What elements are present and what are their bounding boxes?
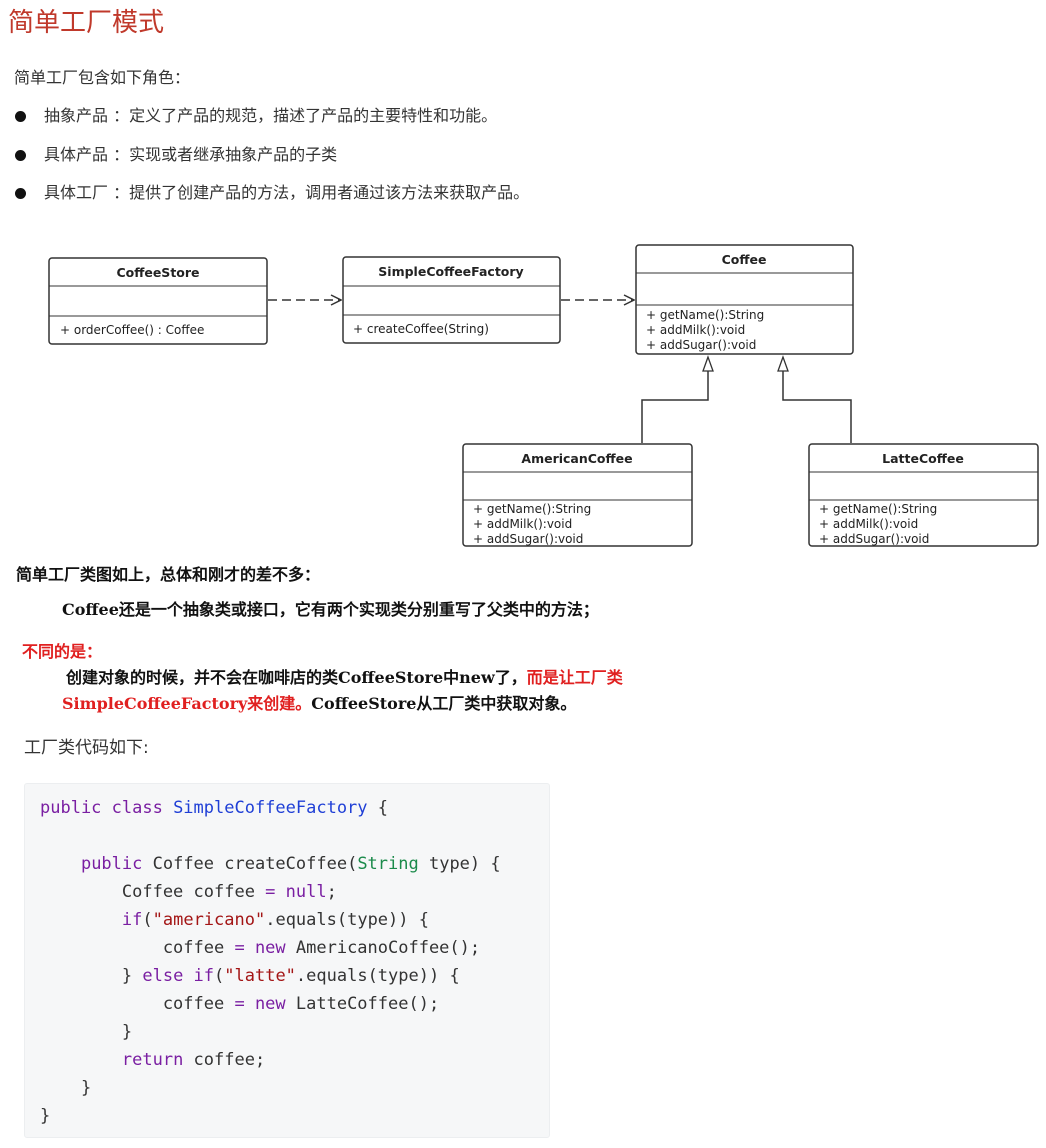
class-method: + getName():String bbox=[646, 308, 764, 322]
code-token: = new bbox=[234, 994, 296, 1014]
class-method: + getName():String bbox=[819, 502, 937, 516]
page-title: 简单工厂模式 bbox=[8, 8, 165, 38]
code-token: ( bbox=[142, 910, 153, 930]
class-name: Coffee bbox=[722, 252, 767, 267]
code-line: } else if("latte".equals(type)) { bbox=[40, 962, 549, 990]
code-token: LatteCoffee(); bbox=[295, 994, 440, 1014]
difference-line-2: SimpleCoffeeFactory来创建。CoffeeStore从工厂类中获… bbox=[62, 691, 576, 717]
bullet-dot-icon bbox=[15, 188, 26, 199]
code-token bbox=[40, 854, 81, 874]
code-token: else if bbox=[142, 966, 215, 986]
uml-class-simplecoffeefactory: SimpleCoffeeFactory + createCoffee(Strin… bbox=[342, 256, 561, 344]
code-token: public class bbox=[40, 798, 174, 818]
code-token: coffee bbox=[40, 994, 235, 1014]
role-separator: ： bbox=[108, 183, 130, 202]
class-method: + addMilk():void bbox=[819, 517, 918, 531]
code-intro: 工厂类代码如下: bbox=[24, 738, 149, 758]
bullet-dot-icon bbox=[15, 111, 26, 122]
code-token: Coffee coffee bbox=[40, 882, 266, 902]
code-line: if("americano".equals(type)) { bbox=[40, 906, 549, 934]
class-name: CoffeeStore bbox=[116, 265, 199, 280]
code-token: .equals(type)) { bbox=[295, 966, 460, 986]
code-token: ; bbox=[326, 882, 337, 902]
uml-class-coffeestore: CoffeeStore + orderCoffee() : Coffee bbox=[48, 257, 268, 345]
role-list: 抽象产品 ：定义了产品的规范，描述了产品的主要特性和功能。 具体产品 ：实现或者… bbox=[14, 104, 529, 220]
code-token: = new bbox=[234, 938, 296, 958]
class-method: + orderCoffee() : Coffee bbox=[60, 323, 204, 337]
class-name: AmericanCoffee bbox=[521, 451, 632, 466]
code-token: { bbox=[367, 798, 389, 818]
role-description: 定义了产品的规范，描述了产品的主要特性和功能。 bbox=[129, 106, 498, 125]
code-token: } bbox=[40, 1078, 92, 1098]
coffee-explanation: Coffee还是一个抽象类或接口，它有两个实现类分别重写了父类中的方法； bbox=[62, 600, 599, 619]
code-token: coffee bbox=[40, 938, 235, 958]
code-token: "latte" bbox=[224, 966, 296, 986]
role-term: 抽象产品 bbox=[44, 106, 109, 125]
code-token: .equals(type)) { bbox=[265, 910, 429, 930]
difference-text: 创建对象的时候，并不会在咖啡店的类CoffeeStore中new了， bbox=[66, 668, 527, 687]
class-method: + addSugar():void bbox=[473, 532, 583, 546]
code-token: } bbox=[40, 1022, 133, 1042]
diagram-summary: 简单工厂类图如上，总体和刚才的差不多： bbox=[16, 565, 321, 584]
class-method: + createCoffee(String) bbox=[353, 322, 489, 336]
role-term: 具体产品 bbox=[44, 144, 109, 164]
uml-class-diagram: CoffeeStore + orderCoffee() : Coffee Sim… bbox=[48, 244, 1039, 547]
code-token: = null bbox=[265, 882, 327, 902]
list-item: 抽象产品 ：定义了产品的规范，描述了产品的主要特性和功能。 bbox=[14, 104, 529, 143]
difference-highlight: SimpleCoffeeFactory来创建。 bbox=[62, 694, 312, 713]
class-method: + addSugar():void bbox=[819, 532, 929, 546]
code-token: if bbox=[121, 910, 143, 930]
difference-highlight: 而是让工厂类 bbox=[526, 668, 623, 687]
code-block[interactable]: public class SimpleCoffeeFactory { publi… bbox=[24, 783, 550, 1138]
code-token: "americano" bbox=[152, 910, 266, 930]
uml-class-lattecoffee: LatteCoffee + getName():String + addMilk… bbox=[808, 443, 1039, 547]
intro-text: 简单工厂包含如下角色： bbox=[14, 68, 191, 87]
code-line: coffee = new LatteCoffee(); bbox=[40, 990, 549, 1018]
code-line: coffee = new AmericanoCoffee(); bbox=[40, 934, 549, 962]
inheritance-arrow bbox=[777, 355, 852, 443]
uml-class-coffee: Coffee + getName():String + addMilk():vo… bbox=[635, 244, 854, 355]
code-token: return bbox=[121, 1050, 194, 1070]
code-token: SimpleCoffeeFactory bbox=[173, 798, 368, 818]
code-line: return coffee; bbox=[40, 1046, 549, 1074]
class-method: + addMilk():void bbox=[473, 517, 572, 531]
code-token: } bbox=[40, 1106, 51, 1126]
code-token: ( bbox=[214, 966, 225, 986]
code-line: public Coffee createCoffee(String type) … bbox=[40, 850, 549, 878]
code-line bbox=[40, 822, 549, 850]
class-name: LatteCoffee bbox=[882, 451, 964, 466]
list-item: 具体工厂 ：提供了创建产品的方法，调用者通过该方法来获取产品。 bbox=[14, 181, 529, 220]
code-token: AmericanoCoffee(); bbox=[295, 938, 481, 958]
class-method: + getName():String bbox=[473, 502, 591, 516]
difference-label: 不同的是： bbox=[22, 642, 103, 661]
bullet-dot-icon bbox=[15, 149, 26, 161]
code-token: } bbox=[40, 966, 143, 986]
code-token: public bbox=[80, 854, 153, 874]
code-token bbox=[40, 910, 122, 930]
code-token: type) { bbox=[418, 854, 501, 874]
code-line: } bbox=[40, 1102, 549, 1130]
class-name: SimpleCoffeeFactory bbox=[378, 264, 523, 279]
code-line: Coffee coffee = null; bbox=[40, 878, 549, 906]
list-item: 具体产品 ：实现或者继承抽象产品的子类 bbox=[14, 143, 529, 182]
code-token: coffee; bbox=[193, 1050, 266, 1070]
inheritance-arrow bbox=[641, 355, 714, 443]
class-method: + addMilk():void bbox=[646, 323, 745, 337]
role-term: 具体工厂 bbox=[44, 183, 109, 202]
code-line: } bbox=[40, 1074, 549, 1102]
code-line: public class SimpleCoffeeFactory { bbox=[40, 794, 549, 822]
class-method: + addSugar():void bbox=[646, 338, 756, 352]
role-description: 提供了创建产品的方法，调用者通过该方法来获取产品。 bbox=[129, 183, 530, 202]
code-line: } bbox=[40, 1018, 549, 1046]
difference-line-1: 创建对象的时候，并不会在咖啡店的类CoffeeStore中new了，而是让工厂类 bbox=[66, 665, 623, 691]
role-description: 实现或者继承抽象产品的子类 bbox=[129, 144, 338, 164]
uml-class-americancoffee: AmericanCoffee + getName():String + addM… bbox=[462, 443, 693, 547]
code-token bbox=[40, 1050, 122, 1070]
code-token: String bbox=[357, 854, 419, 874]
role-separator: ： bbox=[108, 144, 130, 164]
code-token: Coffee createCoffee( bbox=[152, 854, 358, 874]
difference-text: CoffeeStore从工厂类中获取对象。 bbox=[311, 694, 577, 713]
code-content[interactable]: public class SimpleCoffeeFactory { publi… bbox=[25, 784, 549, 1130]
role-separator: ： bbox=[108, 106, 130, 125]
